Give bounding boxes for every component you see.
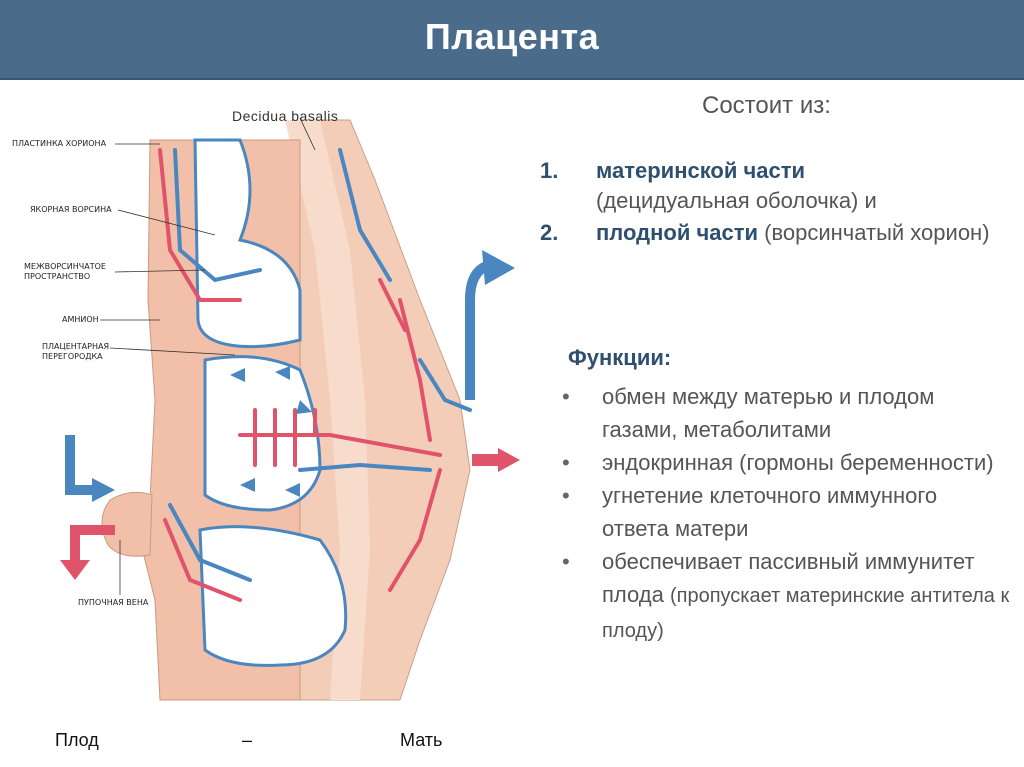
bullet-icon: •	[562, 446, 570, 479]
label-amnion: амнион	[62, 315, 99, 325]
label-fetus: Плод	[55, 730, 99, 751]
title-bar: Плацента	[0, 0, 1024, 80]
placenta-diagram	[0, 95, 520, 735]
label-umbilical-vein: пупочная вена	[78, 598, 148, 608]
function-text: угнетение клеточного иммунного ответа ма…	[602, 483, 937, 541]
function-text: обмен между матерью и плодом газами, мет…	[602, 384, 934, 442]
label-dash: –	[242, 730, 252, 751]
function-item: • обмен между матерью и плодом газами, м…	[560, 380, 1010, 446]
function-item: • обеспечивает пассивный иммунитет плода…	[560, 545, 1010, 648]
label-septum-line1: плацентарная	[42, 342, 109, 352]
consists-of-heading: Состоит из:	[702, 92, 831, 120]
label-intervillous-space: межворсинчатое пространство	[24, 262, 106, 282]
label-decidua-basalis: Decidua basalis	[232, 108, 338, 124]
label-chorion-plate: пластинка хориона	[12, 139, 106, 149]
bullet-icon: •	[562, 545, 570, 578]
function-item: • угнетение клеточного иммунного ответа …	[560, 479, 1010, 545]
parts-list: 1. материнской части (децидуальная оболо…	[540, 156, 1010, 250]
label-anchor-villus: якорная ворсина	[30, 205, 112, 215]
bullet-icon: •	[562, 479, 570, 512]
part-rest: (децидуальная оболочка) и	[596, 188, 877, 213]
part-number: 2.	[540, 218, 558, 248]
label-intervillous-line1: межворсинчатое	[24, 262, 106, 272]
part-strong: плодной части	[596, 220, 758, 245]
bullet-icon: •	[562, 380, 570, 413]
label-septum-line2: перегородка	[42, 352, 109, 362]
label-mother: Мать	[400, 730, 442, 751]
part-item-2: 2. плодной части (ворсинчатый хорион)	[540, 218, 1010, 248]
function-item: • эндокринная (гормоны беременности)	[560, 446, 1010, 479]
label-intervillous-line2: пространство	[24, 272, 106, 282]
part-rest: (ворсинчатый хорион)	[764, 220, 989, 245]
label-placental-septum: плацентарная перегородка	[42, 342, 109, 362]
functions-heading: Функции:	[568, 345, 671, 371]
part-strong: материнской части	[596, 158, 805, 183]
part-item-1: 1. материнской части (децидуальная оболо…	[540, 156, 1010, 216]
part-number: 1.	[540, 156, 558, 186]
slide-title: Плацента	[0, 16, 1024, 58]
functions-list: • обмен между матерью и плодом газами, м…	[560, 380, 1010, 648]
function-text: эндокринная (гормоны беременности)	[602, 450, 994, 475]
function-note: (пропускает материнские антитела к плоду…	[602, 585, 1009, 642]
